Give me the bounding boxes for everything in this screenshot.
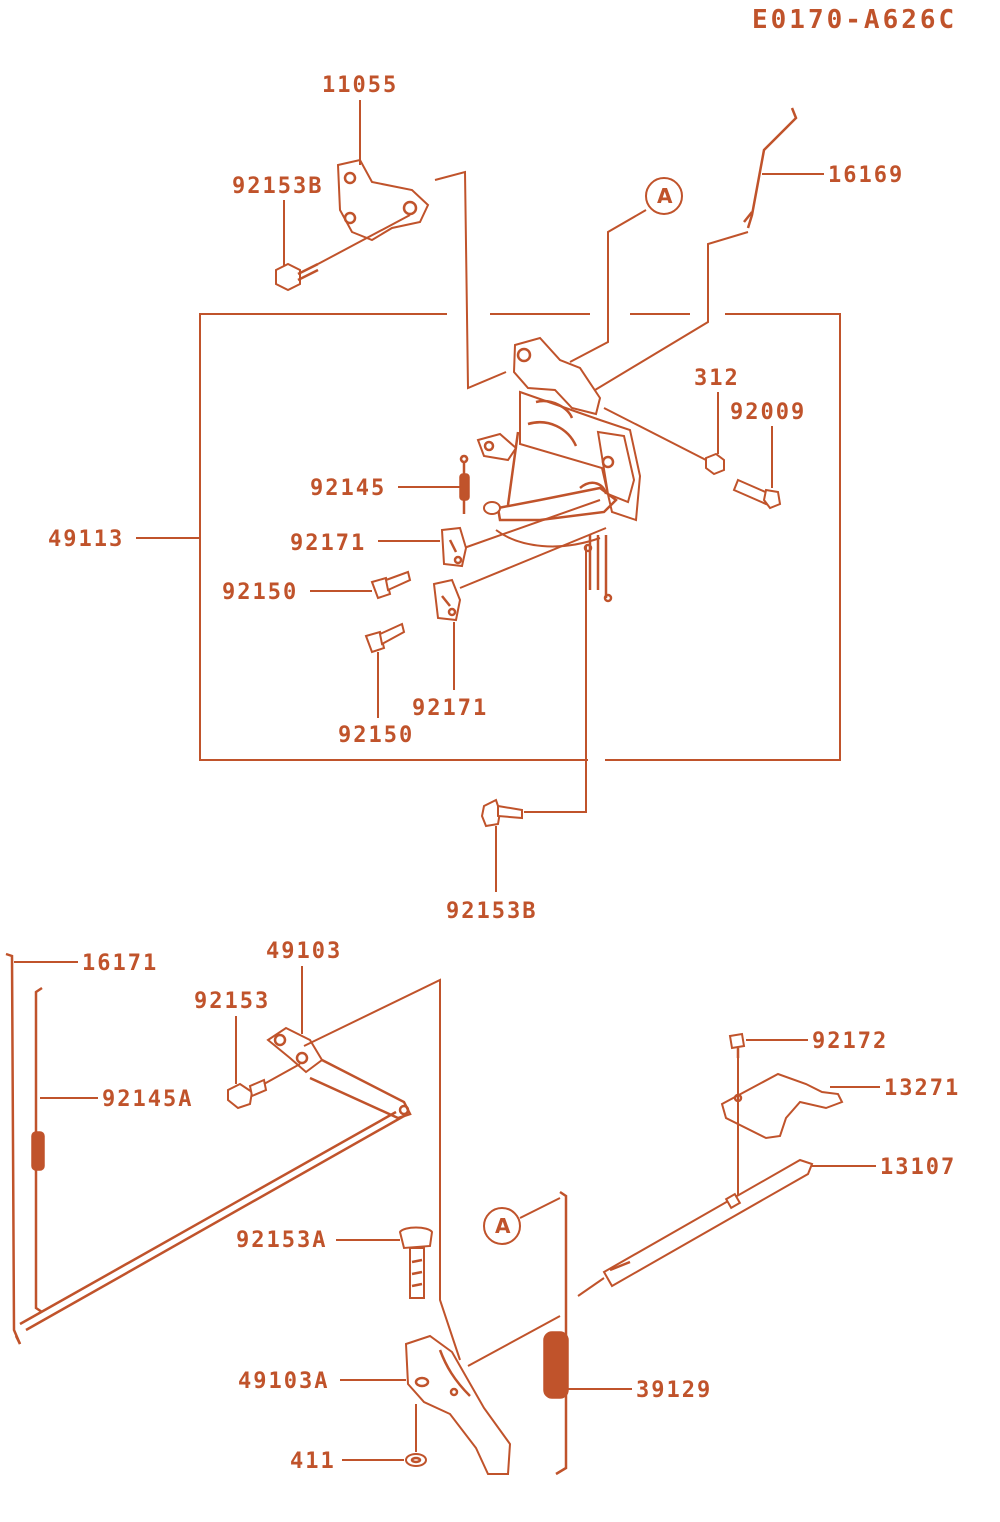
part-label-16169: 16169	[828, 163, 904, 188]
part-label-92009: 92009	[730, 400, 806, 425]
bolt-92153A	[398, 1226, 434, 1299]
plate-13271	[720, 1072, 844, 1140]
control-assembly-49113	[459, 336, 642, 603]
bolt-92153B-mid	[480, 798, 523, 828]
callout-a-top: A	[645, 177, 683, 215]
link-rod-16169	[743, 107, 798, 229]
part-label-92145: 92145	[310, 476, 386, 501]
shaft-13107	[602, 1158, 814, 1288]
bracket-plate-11055	[336, 158, 430, 242]
bolt-92153B-top	[275, 262, 319, 292]
part-label-11055: 11055	[322, 73, 398, 98]
spring-rod-39129	[543, 1190, 569, 1476]
part-label-92153: 92153	[194, 989, 270, 1014]
connecting-rod	[25, 1114, 405, 1332]
part-label-13107: 13107	[880, 1155, 956, 1180]
screw-92150-b	[364, 622, 406, 654]
part-label-92172: 92172	[812, 1029, 888, 1054]
arm-49103A	[404, 1334, 512, 1475]
part-label-49113: 49113	[48, 527, 124, 552]
screw-92150-a	[370, 570, 412, 600]
screw-92172	[728, 1032, 746, 1058]
bolt-92153	[227, 1078, 268, 1110]
part-label-13271: 13271	[884, 1076, 960, 1101]
nut-312	[705, 452, 725, 476]
part-label-92171-b: 92171	[412, 696, 488, 721]
bolt-92009	[732, 478, 782, 510]
svg-text:A: A	[657, 184, 673, 208]
part-label-92153B-mid: 92153B	[446, 899, 537, 924]
part-label-49103A: 49103A	[238, 1369, 329, 1394]
spring-92145	[459, 454, 470, 514]
lever-49103	[266, 1026, 412, 1120]
part-label-312: 312	[694, 366, 740, 391]
part-label-92145A: 92145A	[102, 1087, 193, 1112]
diagram-code: E0170-A626C	[752, 5, 957, 35]
part-label-92150-a: 92150	[222, 580, 298, 605]
part-label-39129: 39129	[636, 1378, 712, 1403]
part-label-92171-a: 92171	[290, 531, 366, 556]
clamp-92171-a	[440, 526, 468, 568]
part-label-92153B-top: 92153B	[232, 174, 323, 199]
part-label-49103: 49103	[266, 939, 342, 964]
spring-rod-92145A	[31, 986, 45, 1314]
clamp-92171-b	[432, 578, 462, 622]
part-label-92150-b: 92150	[338, 723, 414, 748]
part-label-16171: 16171	[82, 951, 158, 976]
svg-text:A: A	[495, 1214, 511, 1238]
rod-16171	[5, 952, 22, 1345]
part-label-411: 411	[290, 1449, 336, 1474]
part-label-92153A: 92153A	[236, 1228, 327, 1253]
callout-a-bottom: A	[483, 1207, 521, 1245]
washer-411	[405, 1453, 427, 1467]
